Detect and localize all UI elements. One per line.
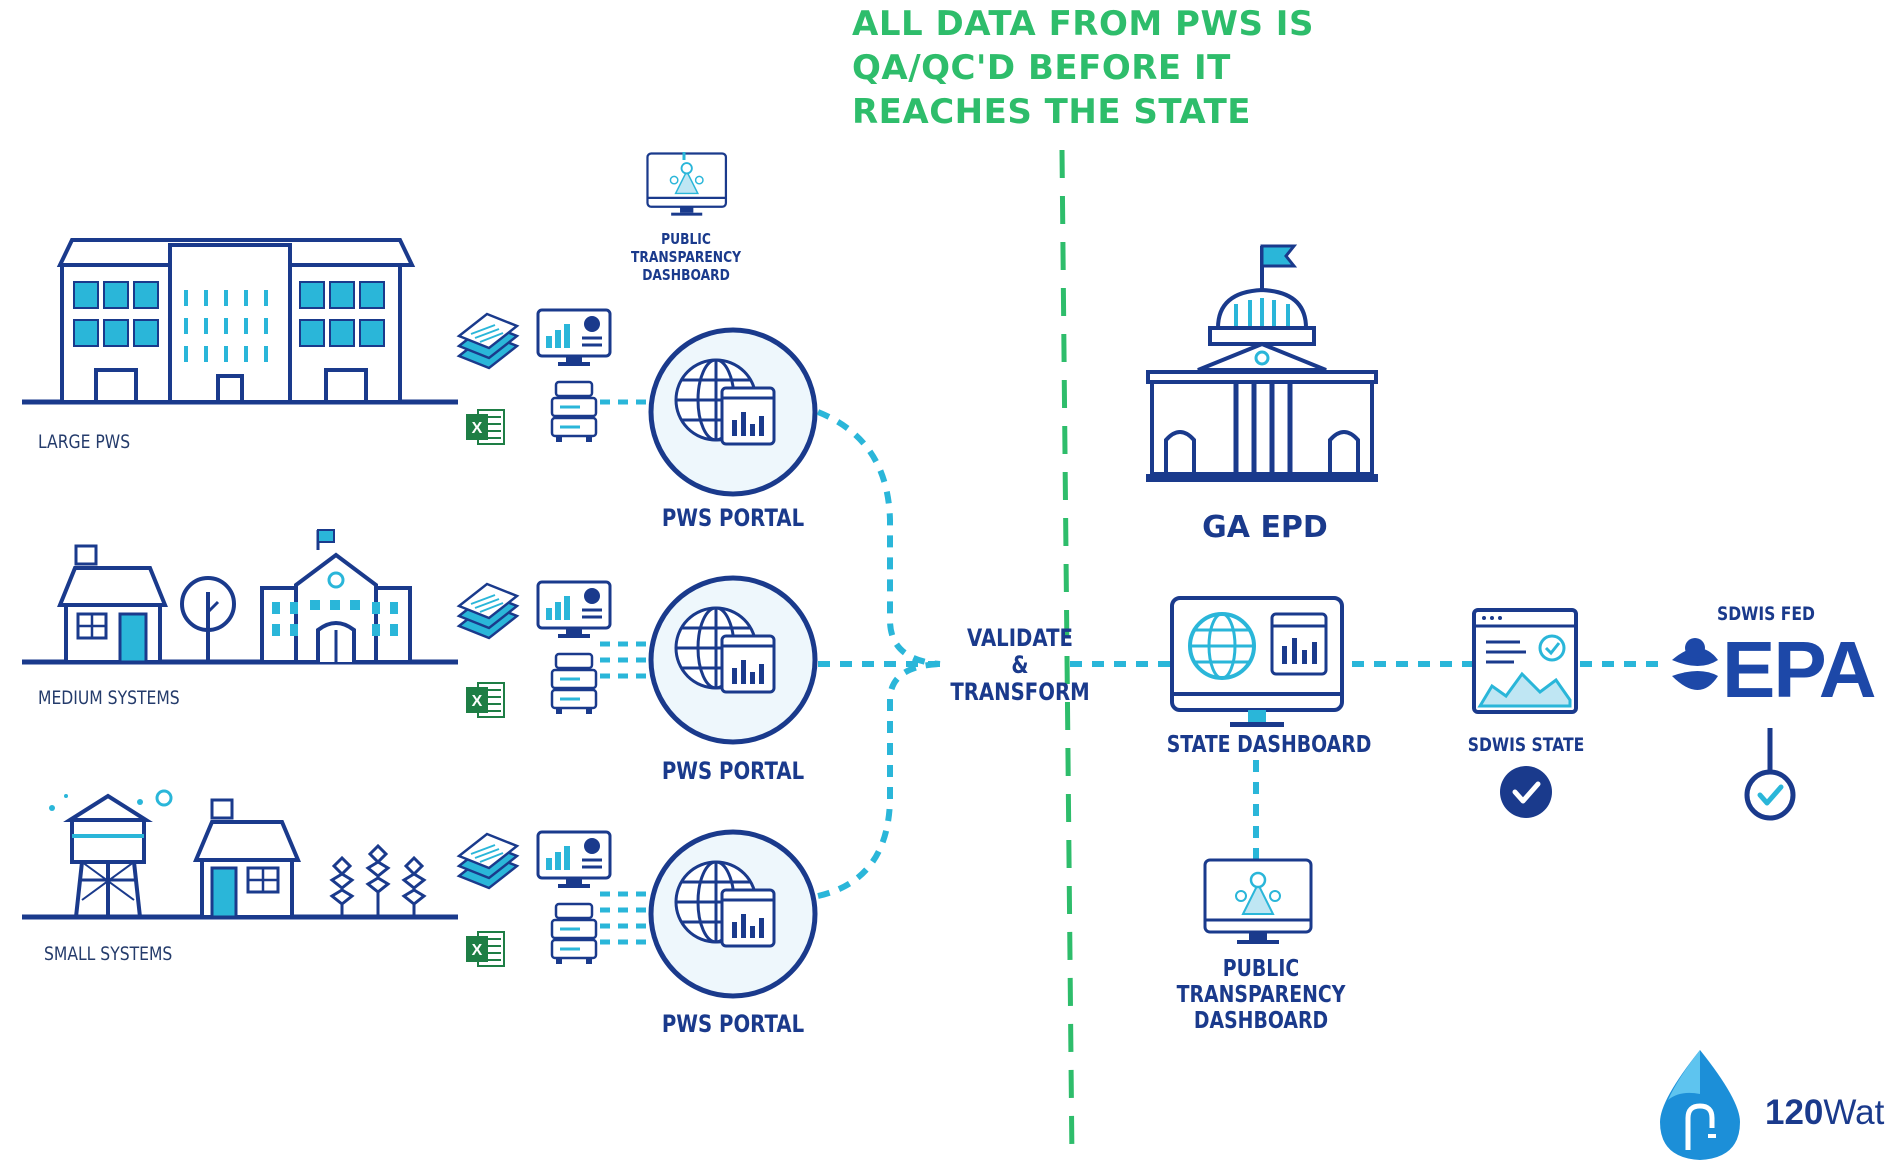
qa-note-line-1: ALL DATA FROM PWS IS xyxy=(852,4,1314,44)
qa-divider-line xyxy=(1059,149,1075,1161)
public-dashboard-line-1: PUBLIC xyxy=(1222,956,1300,982)
medium-systems-label: MEDIUM SYSTEMS xyxy=(38,687,180,709)
public-dashboard-label-top: PUBLIC TRANSPARENCY DASHBOARD xyxy=(620,230,751,284)
document-stack-icon xyxy=(457,832,519,890)
checkmark-icon xyxy=(1744,769,1796,821)
water-drop-logo-icon xyxy=(1660,1050,1740,1160)
large-pws-label: LARGE PWS xyxy=(38,431,131,453)
document-stack-icon xyxy=(457,312,519,370)
public-dashboard-line-3: DASHBOARD xyxy=(1193,1008,1329,1034)
house-icon xyxy=(192,798,302,919)
pws-portal-label: PWS PORTAL xyxy=(661,504,805,532)
brand-wordmark: 120Wat xyxy=(1765,1093,1884,1133)
server-icon xyxy=(550,902,598,966)
epa-wordmark: EPA xyxy=(1722,625,1877,714)
excel-icon xyxy=(465,682,505,718)
sdwis-state-icon xyxy=(1472,608,1578,714)
document-stack-icon xyxy=(457,582,519,640)
public-dashboard-line-1: PUBLIC xyxy=(661,230,711,248)
pws-portal-icon xyxy=(648,575,818,745)
ga-epd-label: GA EPD xyxy=(1202,510,1328,545)
qa-note: ALL DATA FROM PWS IS QA/QC'D BEFORE IT R… xyxy=(852,2,1412,134)
monitor-icon xyxy=(646,152,728,217)
office-building-icon xyxy=(56,238,416,404)
brand-word: Wat xyxy=(1823,1093,1885,1132)
monitor-chart-icon xyxy=(536,830,612,890)
pws-portal-label: PWS PORTAL xyxy=(661,1010,805,1038)
validate-line-2: & xyxy=(1011,651,1029,679)
monitor-chart-icon xyxy=(536,308,612,368)
checkmark-icon xyxy=(1500,766,1552,818)
capitol-building-icon xyxy=(1146,244,1378,482)
sdwis-state-label: SDWIS STATE xyxy=(1467,734,1585,756)
epa-flower-icon xyxy=(1672,638,1718,690)
sdwis-fed-label: SDWIS FED xyxy=(1716,603,1815,625)
validate-line-1: VALIDATE xyxy=(967,624,1073,652)
pws-portal-icon xyxy=(648,829,818,999)
school-icon xyxy=(260,529,412,664)
server-icon xyxy=(550,652,598,716)
pws-portal-label: PWS PORTAL xyxy=(661,757,805,785)
qa-note-line-3: REACHES THE STATE xyxy=(852,92,1252,132)
validate-line-3: TRANSFORM xyxy=(950,678,1090,706)
qa-note-line-2: QA/QC'D BEFORE IT xyxy=(852,48,1231,88)
server-icon xyxy=(550,380,598,444)
water-tower-icon xyxy=(49,789,173,918)
house-icon xyxy=(57,544,168,664)
monitor-chart-icon xyxy=(536,580,612,640)
wheat-icon xyxy=(329,843,427,917)
excel-icon xyxy=(465,409,505,445)
small-systems-label: SMALL SYSTEMS xyxy=(44,943,173,965)
tree-icon xyxy=(180,576,236,662)
public-dashboard-line-3: DASHBOARD xyxy=(642,266,730,284)
public-dashboard-line-2: TRANSPARENCY xyxy=(630,248,742,266)
brand-number: 120 xyxy=(1765,1093,1824,1132)
public-dashboard-label-bottom: PUBLIC TRANSPARENCY DASHBOARD xyxy=(1167,956,1356,1034)
state-dashboard-label: STATE DASHBOARD xyxy=(1166,732,1372,758)
state-dashboard-icon xyxy=(1170,596,1344,727)
public-dashboard-line-2: TRANSPARENCY xyxy=(1176,982,1346,1008)
pws-portal-icon xyxy=(648,327,818,497)
validate-transform-label: VALIDATE & TRANSFORM xyxy=(950,625,1089,706)
monitor-icon xyxy=(1203,858,1313,946)
excel-icon xyxy=(465,931,505,967)
